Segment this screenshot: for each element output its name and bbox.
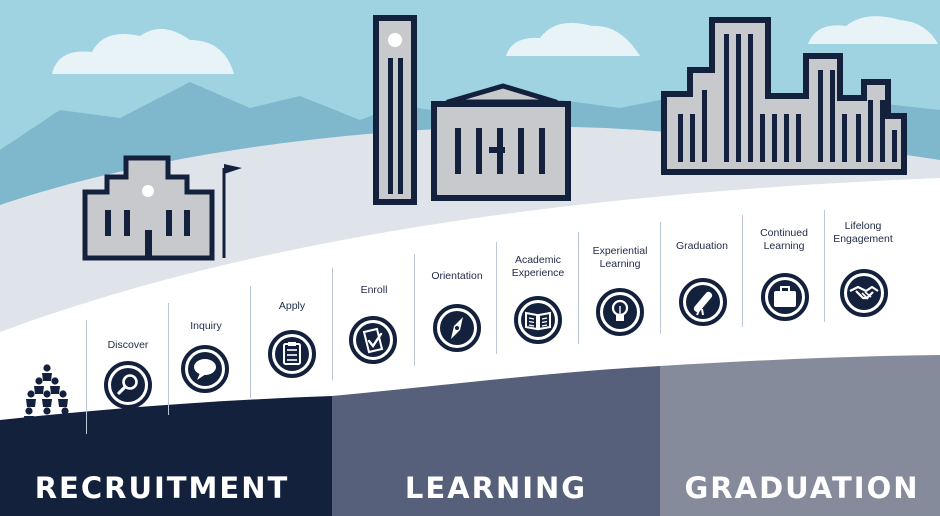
step-label-continued-learning: Continued Learning <box>760 227 808 252</box>
tower-icon <box>373 15 417 205</box>
step-icons <box>104 269 888 409</box>
person-icon <box>42 364 52 381</box>
recruitment-base <box>0 466 332 516</box>
group-of-people-icon <box>24 364 70 432</box>
graduation-band <box>660 355 940 516</box>
divider <box>332 268 333 380</box>
person-icon <box>58 390 68 407</box>
compass-icon <box>433 304 481 352</box>
person-icon <box>42 390 52 407</box>
step-label-enroll: Enroll <box>360 284 388 296</box>
person-icon <box>26 390 36 407</box>
skyline-windows <box>678 34 897 162</box>
person-icon <box>50 377 60 394</box>
handshake-icon <box>840 269 888 317</box>
open-book-icon <box>514 296 562 344</box>
divider <box>250 286 251 398</box>
step-label-lifelong-engagement: Lifelong Engagement <box>833 220 893 245</box>
learning-band <box>332 366 660 516</box>
stage-label-recruitment: RECRUITMENT <box>34 471 290 505</box>
divider <box>824 210 825 322</box>
step-label-inquiry: Inquiry <box>190 320 222 332</box>
step-label-experiential-learning: Experiential Learning <box>592 245 648 270</box>
cloud <box>52 28 234 74</box>
cloud <box>506 22 640 56</box>
magnifying-glass-icon <box>104 361 152 409</box>
clipboard-icon <box>268 330 316 378</box>
person-icon <box>24 407 34 432</box>
divider <box>414 254 415 366</box>
divider <box>742 215 743 327</box>
cloud <box>808 16 938 44</box>
divider <box>578 232 579 344</box>
divider <box>168 303 169 415</box>
step-label-academic-experience: Academic Experience <box>511 254 565 279</box>
stage-label-learning: LEARNING <box>404 471 588 505</box>
divider <box>496 242 497 354</box>
step-label-orientation: Orientation <box>431 270 483 282</box>
step-label-graduation: Graduation <box>676 240 728 252</box>
diploma-icon <box>679 278 727 326</box>
hall-icon <box>431 83 571 201</box>
person-icon <box>60 407 70 432</box>
briefcase-icon <box>761 273 809 321</box>
stage-label-graduation: GRADUATION <box>684 471 920 505</box>
divider <box>86 320 87 434</box>
step-label-discover: Discover <box>107 339 149 351</box>
speech-bubble-icon <box>181 345 229 393</box>
person-icon <box>34 377 44 394</box>
step-label-apply: Apply <box>278 300 306 312</box>
divider <box>660 222 661 334</box>
document-check-icon <box>349 316 397 364</box>
schoolhouse-icon <box>82 155 242 261</box>
person-icon <box>42 407 52 432</box>
city-skyline-icon <box>661 17 907 175</box>
lightbulb-icon <box>596 288 644 336</box>
